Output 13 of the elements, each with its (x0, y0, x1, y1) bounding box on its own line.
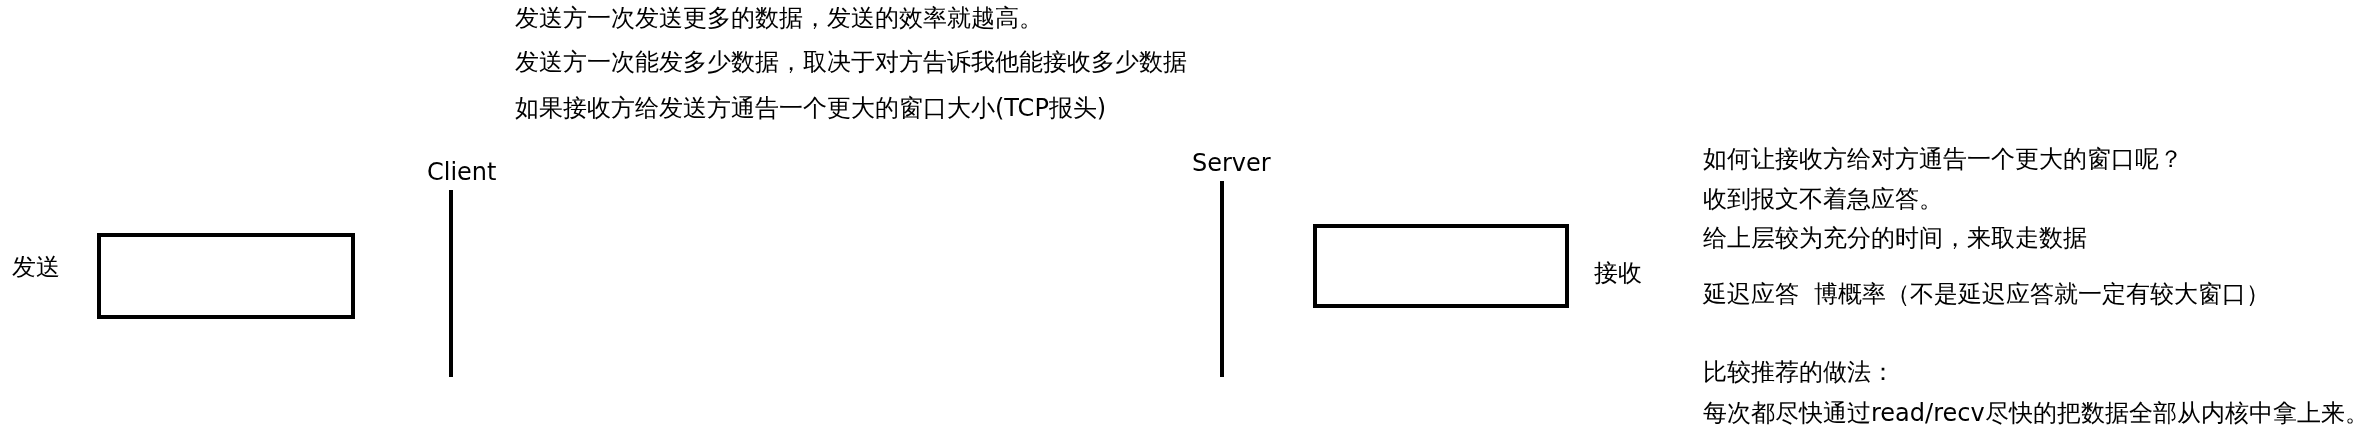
side-label: 接收 (1594, 258, 1642, 288)
side-label: 发送 (12, 252, 60, 282)
note-text: 如果接收方给发送方通告一个更大的窗口大小(TCP报头) (515, 93, 1107, 123)
note-text: 如何让接收方给对方通告一个更大的窗口呢？ (1703, 144, 2183, 174)
lifeline-label: Server (1192, 148, 1271, 178)
note-text: 发送方一次发送更多的数据，发送的效率就越高。 (515, 3, 1043, 33)
note-text: 给上层较为充分的时间，来取走数据 (1703, 223, 2087, 253)
note-text: 比较推荐的做法： (1703, 357, 1895, 387)
lifeline-label: Client (427, 157, 497, 187)
note-text: 延迟应答 博概率（不是延迟应答就一定有较大窗口） (1703, 279, 2271, 309)
note-text: 每次都尽快通过read/recv尽快的把数据全部从内核中拿上来。 (1703, 398, 2369, 428)
note-text: 发送方一次能发多少数据，取决于对方告诉我他能接收多少数据 (515, 47, 1187, 77)
note-text: 收到报文不着急应答。 (1703, 184, 1943, 214)
